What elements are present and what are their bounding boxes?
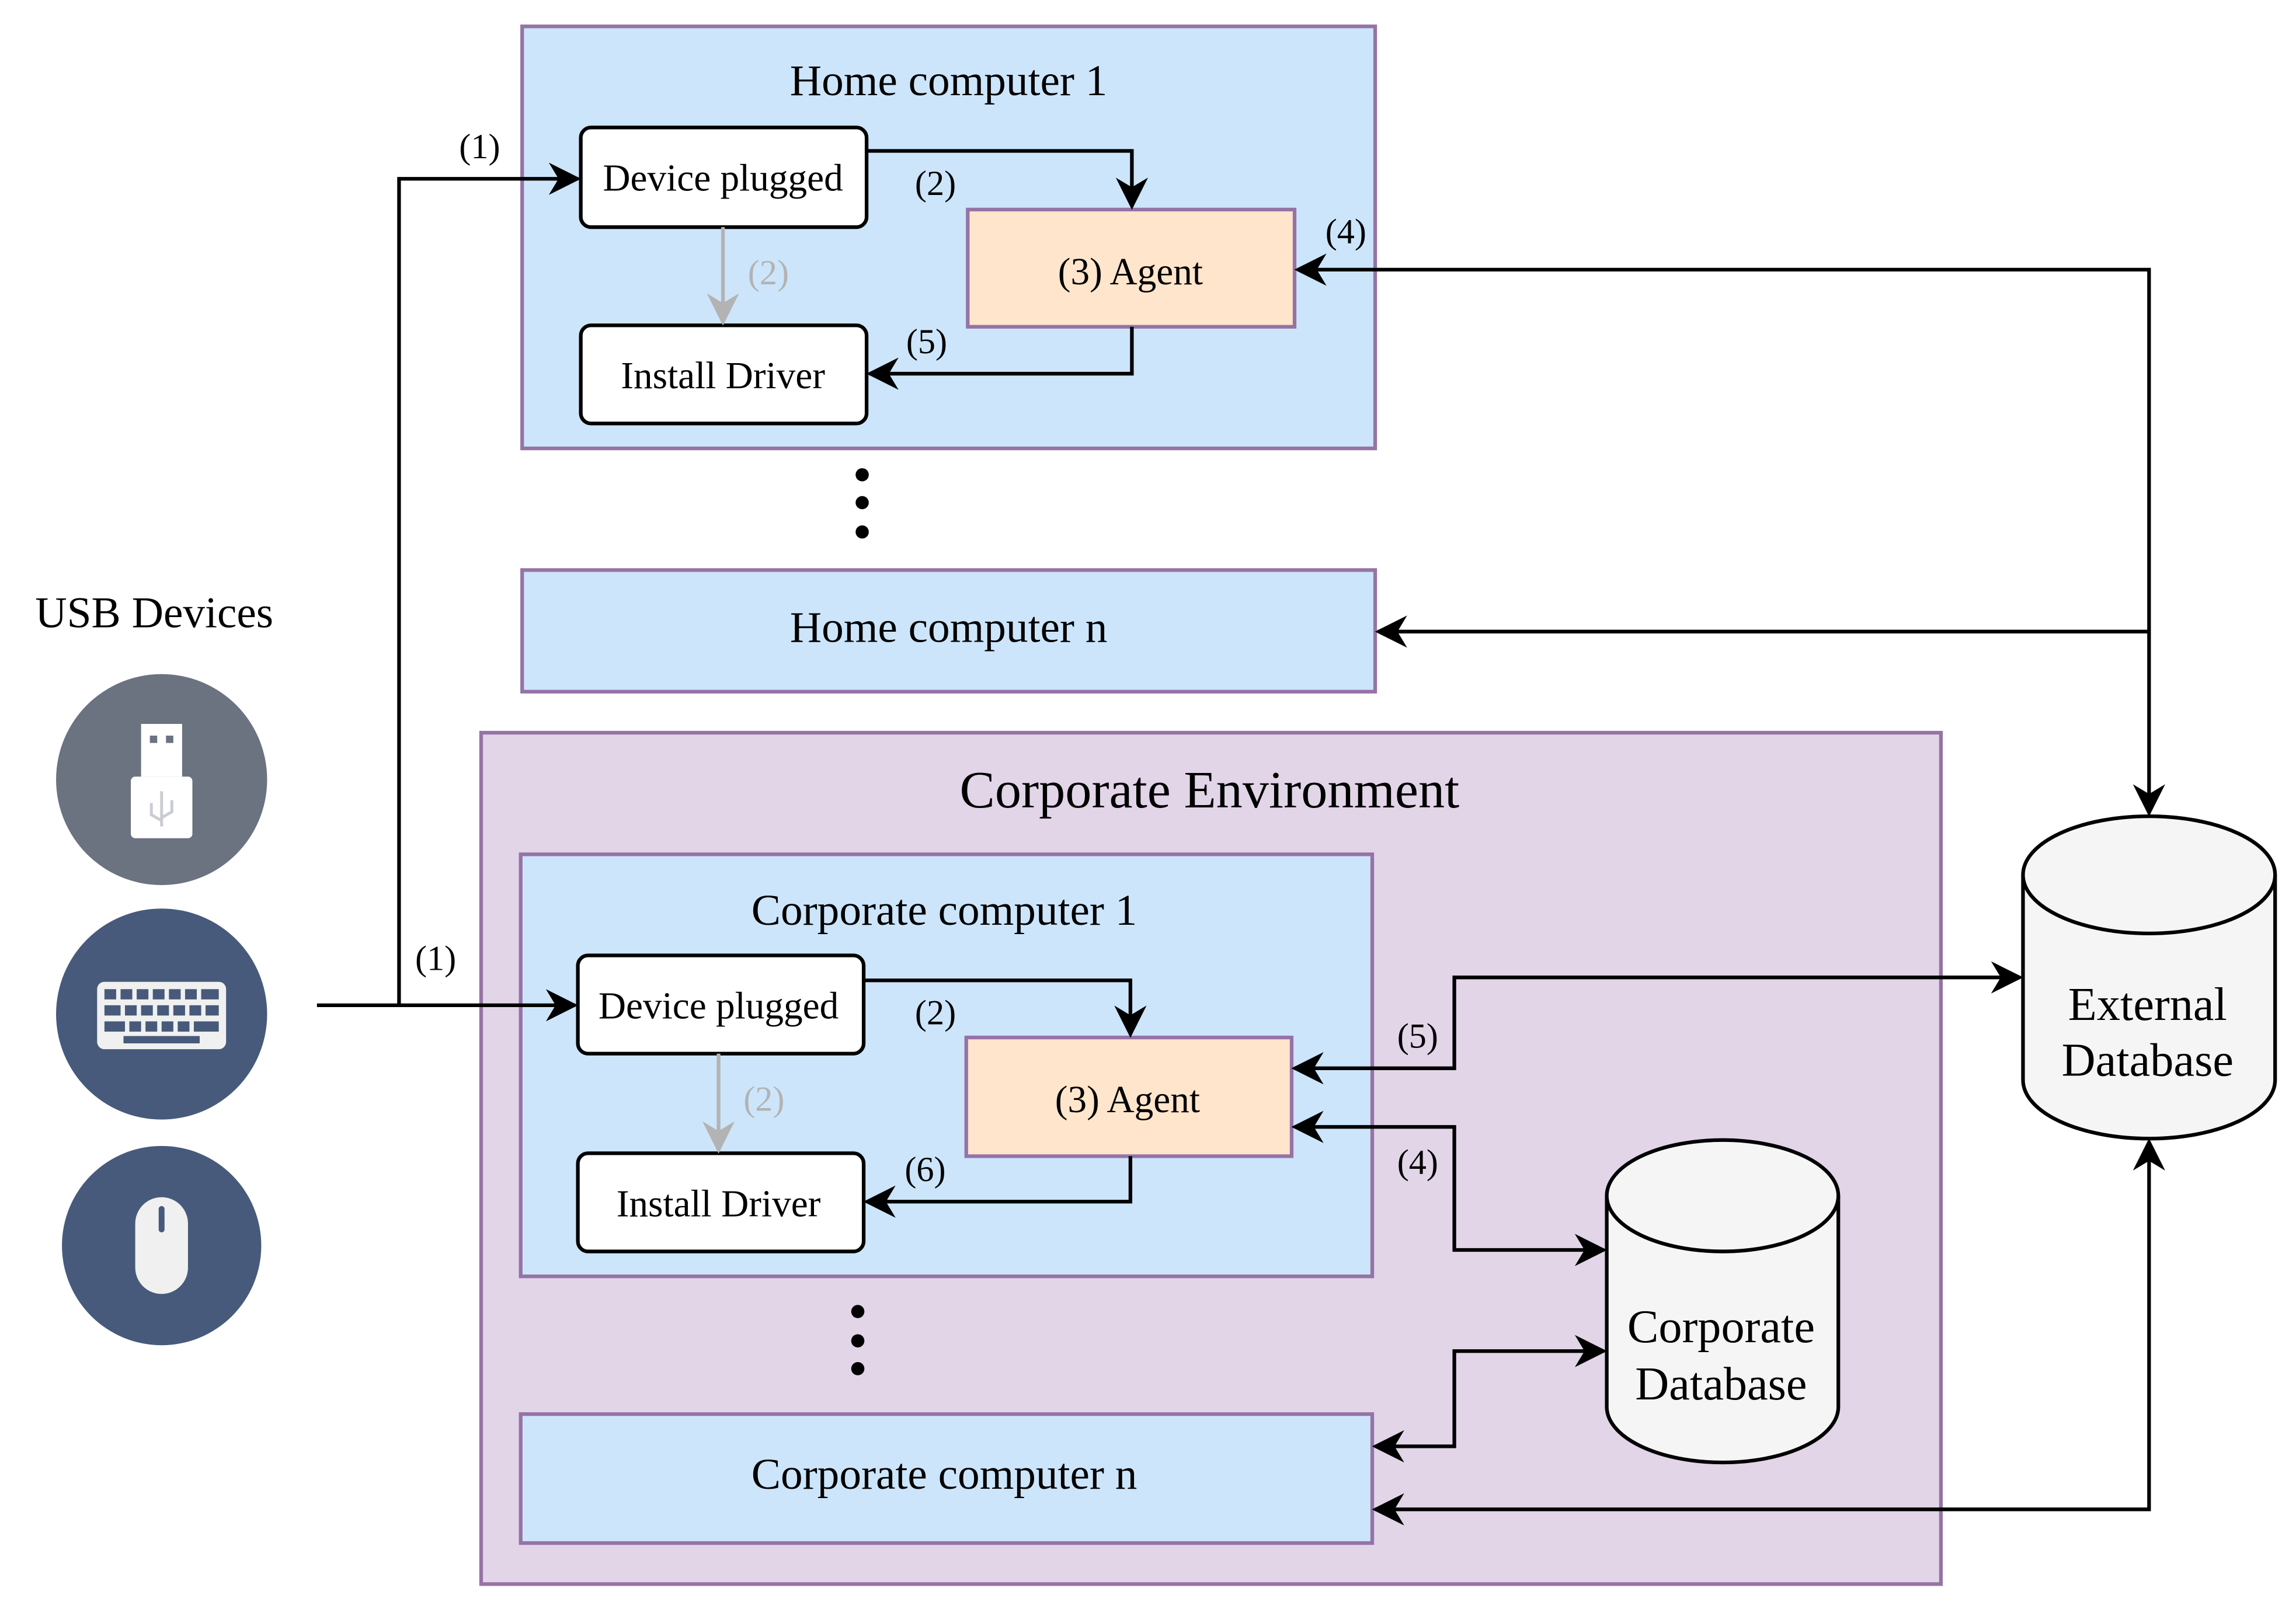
corporate-agent-external-link	[1291, 961, 2023, 1085]
corporate-computer-n-box	[519, 1412, 1375, 1545]
home-computer-n-label: Home computer n	[790, 603, 1108, 652]
step-label-corporate-to-agent: (2)	[915, 994, 956, 1033]
step-label-home-agent-ext: (4)	[1326, 213, 1366, 252]
home-computer-n-box	[520, 568, 1377, 694]
external-database-label-line1: External	[2068, 978, 2227, 1030]
home-device-to-agent-arrow	[867, 149, 1148, 210]
corporate-computer-n-database-link	[1372, 1335, 1608, 1462]
usb-devices-title: USB Devices	[35, 588, 273, 637]
corporate-computer-n-label: Corporate computer n	[752, 1450, 1137, 1499]
step-label-home-to-agent: (2)	[915, 164, 956, 203]
mouse-icon	[62, 1145, 262, 1346]
corporate-database-label-line2: Database	[1635, 1358, 1807, 1410]
corporate-database-label-line1: Corporate	[1627, 1301, 1815, 1353]
corporate-database: Corporate Database	[1605, 1138, 1841, 1465]
corporate-install-driver-label: Install Driver	[617, 1183, 821, 1225]
corporate-agent-label: (3) Agent	[1055, 1079, 1200, 1121]
step-label-corporate-plug: (1)	[415, 939, 456, 978]
step-label-corporate-direct: (2)	[743, 1080, 784, 1119]
step-label-corporate-agent-ext: (5)	[1397, 1017, 1438, 1056]
external-database: External Database	[2021, 814, 2277, 1141]
corporate-agent-to-install-arrow	[863, 1156, 1133, 1218]
step-label-corporate-install: (6)	[905, 1150, 945, 1189]
home-device-plugged-label: Device plugged	[603, 157, 843, 199]
home-plug-arrow	[397, 162, 582, 1005]
home-install-driver-label: Install Driver	[621, 355, 825, 397]
corporate-ellipsis-dots	[851, 1305, 865, 1375]
step-label-home-direct: (2)	[748, 253, 789, 292]
corporate-agent-database-link	[1291, 1110, 1608, 1266]
step-label-corporate-agent-db: (4)	[1397, 1143, 1438, 1182]
external-database-label-line2: Database	[2062, 1034, 2234, 1086]
home-agent-to-install-arrow	[866, 326, 1134, 390]
step-label-home-install: (5)	[906, 322, 947, 361]
keyboard-icon	[56, 908, 267, 1120]
corporate-device-plugged-label: Device plugged	[599, 985, 839, 1027]
corporate-computer-1-title: Corporate computer 1	[752, 886, 1137, 935]
home-computer-1-title: Home computer 1	[790, 57, 1108, 105]
home-agent-label: (3) Agent	[1058, 251, 1203, 293]
usb-drive-icon	[56, 674, 267, 886]
home-ellipsis-dots	[855, 468, 869, 539]
corporate-computer-n-external-link	[1372, 1138, 2165, 1526]
step-label-home-plug: (1)	[459, 127, 500, 166]
corporate-environment-title: Corporate Environment	[960, 760, 1460, 819]
corporate-device-to-agent-arrow	[864, 978, 1147, 1038]
